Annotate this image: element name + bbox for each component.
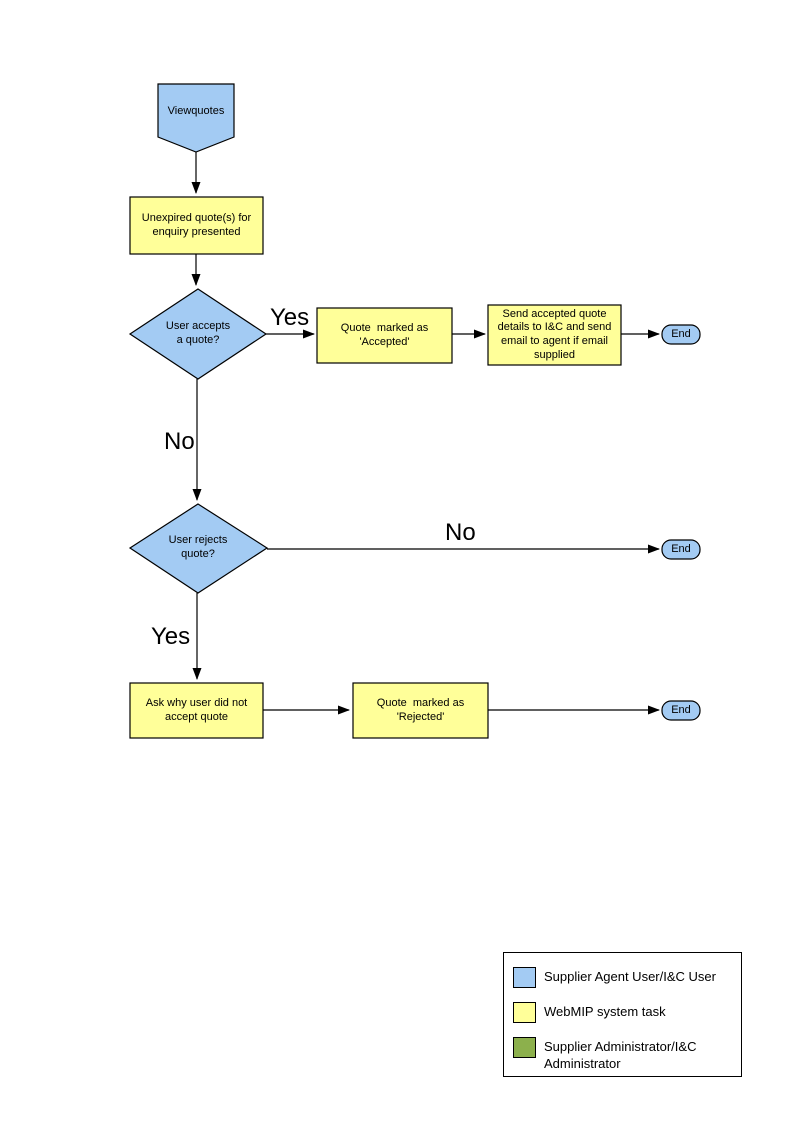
end1-terminator-shape bbox=[661, 324, 701, 345]
end3-terminator-shape bbox=[661, 700, 701, 721]
user-swatch-icon bbox=[513, 967, 536, 988]
user-accepts-diamond-shape bbox=[128, 288, 268, 380]
legend-row-user: Supplier Agent User/I&C User bbox=[513, 967, 731, 988]
legend-label-admin: Supplier Administrator/I&C Administrator bbox=[544, 1039, 697, 1071]
quote-accepted-box-shape bbox=[316, 307, 453, 364]
system-task-swatch-icon bbox=[513, 1002, 536, 1023]
legend: Supplier Agent User/I&C User WebMIP syst… bbox=[503, 952, 742, 1077]
start-pentagon-shape bbox=[157, 83, 235, 153]
end2-terminator-shape bbox=[661, 539, 701, 560]
legend-label-user: Supplier Agent User/I&C User bbox=[544, 969, 716, 984]
edge-label-accepts-yes: Yes bbox=[270, 304, 310, 331]
edge-label-accepts-no: No bbox=[164, 428, 195, 455]
edge-label-rejects-yes: Yes bbox=[151, 623, 191, 650]
edge-label-rejects-no: No bbox=[445, 519, 476, 546]
ask-why-box-shape bbox=[129, 682, 264, 739]
present-quotes-box-shape bbox=[129, 196, 264, 255]
quote-rejected-box-shape bbox=[352, 682, 489, 739]
legend-row-system: WebMIP system task bbox=[513, 1002, 731, 1023]
user-rejects-diamond-shape bbox=[128, 503, 269, 594]
legend-label-system: WebMIP system task bbox=[544, 1004, 666, 1019]
admin-swatch-icon bbox=[513, 1037, 536, 1058]
legend-row-admin: Supplier Administrator/I&C Administrator bbox=[513, 1037, 731, 1073]
send-details-box-shape bbox=[487, 304, 622, 366]
